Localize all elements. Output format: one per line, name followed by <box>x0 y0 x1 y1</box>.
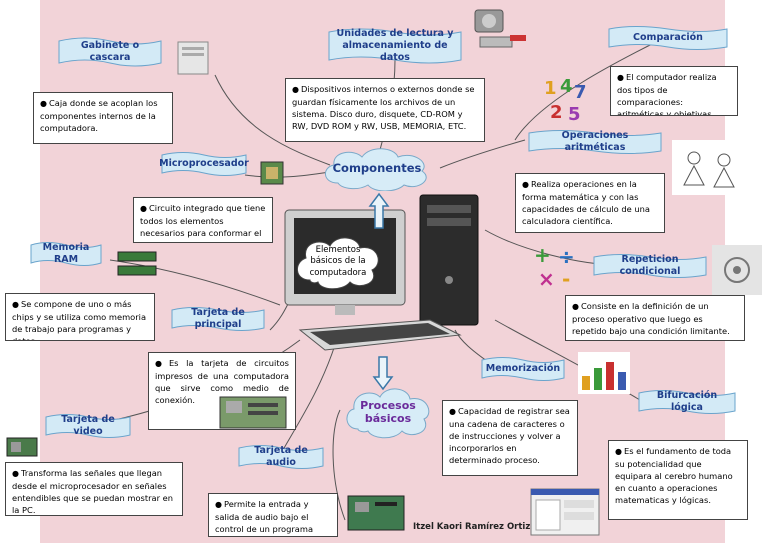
svg-text:5: 5 <box>568 104 581 125</box>
audio-card-icon <box>345 488 407 538</box>
memoria-ram-description: ●Se compone de uno o más chips y se util… <box>5 293 155 341</box>
componentes-cloud: Componentes <box>318 145 436 191</box>
svg-text:1: 1 <box>544 78 557 99</box>
microprocesador-title: Microprocesador <box>158 150 250 178</box>
memorizacion-description: ●Capacidad de registrar sea una cadena d… <box>442 400 578 476</box>
apple-bullet-icon: ● <box>215 500 222 509</box>
computer-label-cloud: Elementos básicos de la computadora <box>292 232 384 292</box>
tarjeta-audio-title: Tarjeta de audio <box>235 443 327 471</box>
up-arrow-icon <box>368 192 390 229</box>
microprocessor-chip-icon <box>255 158 289 188</box>
software-screenshot-icon <box>530 488 600 536</box>
apple-bullet-icon: ● <box>12 300 19 309</box>
procesos-basicos-cloud: Procesos básicos <box>342 385 434 439</box>
apple-bullet-icon: ● <box>522 180 529 189</box>
comparacion-title: Comparación <box>605 24 731 52</box>
tarjeta-video-title: Tarjeta de video <box>42 412 134 440</box>
bifurcacion-description: ●Es el fundamento de toda su potencialid… <box>608 440 748 520</box>
memoria-ram-title: Memoria RAM <box>27 240 105 268</box>
svg-text:-: - <box>562 267 570 291</box>
svg-text:7: 7 <box>574 82 587 103</box>
ram-module-icon <box>115 248 160 280</box>
thinking-people-icon <box>672 140 747 195</box>
gabinete-title: Gabinete o cascara <box>55 35 165 69</box>
motherboard-icon <box>218 395 288 430</box>
tarjeta-principal-title: Tarjeta de principal <box>168 305 268 333</box>
video-card-icon <box>5 432 39 462</box>
unidades-description: ●Dispositivos internos o externos donde … <box>285 78 485 142</box>
gear-sketch-icon <box>712 245 762 295</box>
repeticion-description: ●Consiste en la definición de un proceso… <box>565 295 745 341</box>
operaciones-description: ●Realiza operaciones en la forma matemát… <box>515 173 665 233</box>
down-arrow-icon <box>372 356 394 391</box>
unidades-title: Unidades de lectura y almacenamiento de … <box>325 26 465 66</box>
people-chart-icon <box>578 352 630 394</box>
author-credit: Itzel Kaori Ramírez Ortiz <box>413 522 531 532</box>
apple-bullet-icon: ● <box>449 407 456 416</box>
comparacion-description: ●El computador realiza dos tipos de comp… <box>610 66 738 116</box>
apple-bullet-icon: ● <box>140 204 147 213</box>
memorizacion-title: Memorización <box>478 355 568 383</box>
math-symbols-icon: + ÷×- <box>530 242 585 292</box>
computer-case-icon <box>174 40 212 76</box>
apple-bullet-icon: ● <box>12 469 19 478</box>
gabinete-description: ●Caja donde se acoplan los componentes i… <box>33 92 173 144</box>
apple-bullet-icon: ● <box>615 447 622 456</box>
svg-text:÷: ÷ <box>558 245 575 269</box>
svg-text:4: 4 <box>560 76 573 97</box>
apple-bullet-icon: ● <box>572 302 579 311</box>
apple-bullet-icon: ● <box>40 99 47 108</box>
repeticion-title: Repeticion condicional <box>590 252 710 280</box>
tarjeta-audio-description: ●Permite la entrada y salida de audio ba… <box>208 493 338 537</box>
storage-devices-icon <box>470 5 530 60</box>
microprocesador-description: ●Circuito integrado que tiene todos los … <box>133 197 273 243</box>
operaciones-title: Operaciones aritméticas <box>525 128 665 156</box>
apple-bullet-icon: ● <box>617 73 624 82</box>
svg-text:2: 2 <box>550 102 563 123</box>
tarjeta-video-description: ●Transforma las señales que llegan desde… <box>5 462 183 516</box>
apple-bullet-icon: ● <box>292 85 299 94</box>
bifurcacion-title: Bifurcación lógica <box>635 388 739 416</box>
svg-text:+: + <box>534 243 551 267</box>
svg-text:×: × <box>538 267 555 291</box>
apple-bullet-icon: ● <box>155 359 167 368</box>
